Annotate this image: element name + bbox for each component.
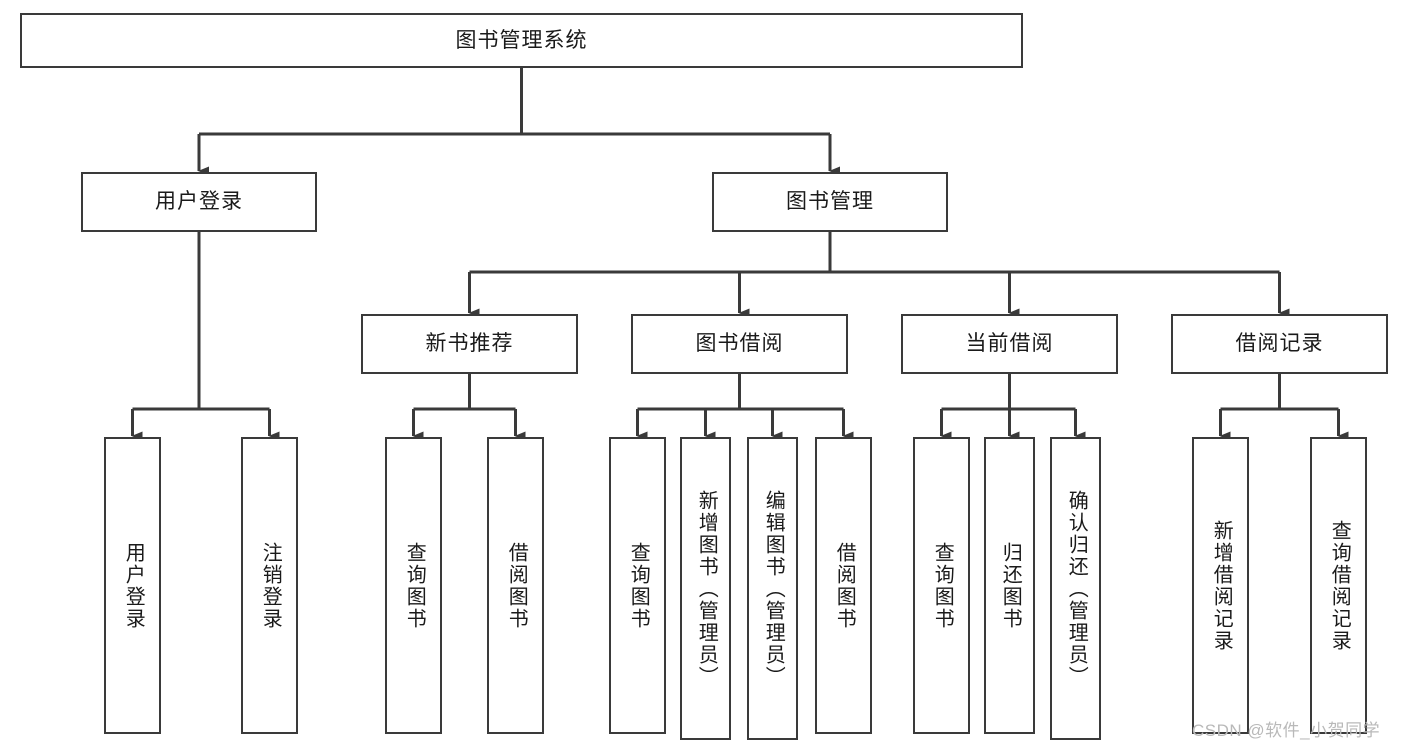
node-label: 借阅记录 [1235, 332, 1324, 356]
node-label: 归还图书 [999, 541, 1022, 630]
node-leaf_4[interactable]: 查询图书 [609, 437, 666, 734]
node-label: 用户登录 [122, 541, 145, 630]
node-label: 新书推荐 [425, 332, 514, 356]
node-l2_1[interactable]: 图书管理 [712, 172, 948, 232]
watermark-text: CSDN @软件_小贺同学 [1192, 721, 1381, 740]
node-label: 图书管理系统 [455, 28, 588, 52]
node-leaf_8[interactable]: 查询图书 [913, 437, 970, 734]
node-leaf_2[interactable]: 查询图书 [385, 437, 442, 734]
node-label: 借阅图书 [505, 541, 528, 630]
node-label: 新增借阅记录 [1210, 519, 1233, 652]
node-l3_1[interactable]: 图书借阅 [631, 314, 848, 374]
node-label: 当前借阅 [965, 332, 1054, 356]
node-l3_0[interactable]: 新书推荐 [361, 314, 578, 374]
node-label: 注销登录 [259, 541, 282, 630]
node-leaf_12[interactable]: 查询借阅记录 [1310, 437, 1367, 734]
node-label: 用户登录 [155, 190, 243, 214]
node-label: 查询借阅记录 [1328, 519, 1351, 652]
node-leaf_0[interactable]: 用户登录 [104, 437, 161, 734]
node-label: 编辑图书（管理员） [762, 489, 785, 688]
node-leaf_1[interactable]: 注销登录 [241, 437, 298, 734]
node-leaf_7[interactable]: 借阅图书 [815, 437, 872, 734]
node-l3_3[interactable]: 借阅记录 [1171, 314, 1388, 374]
node-label: 查询图书 [931, 541, 954, 630]
node-l2_0[interactable]: 用户登录 [81, 172, 317, 232]
node-l3_2[interactable]: 当前借阅 [901, 314, 1118, 374]
node-label: 查询图书 [403, 541, 426, 630]
node-leaf_10[interactable]: 确认归还（管理员） [1050, 437, 1101, 740]
node-label: 图书管理 [786, 190, 874, 214]
node-leaf_9[interactable]: 归还图书 [984, 437, 1035, 734]
node-leaf_6[interactable]: 编辑图书（管理员） [747, 437, 798, 740]
node-label: 查询图书 [627, 541, 650, 630]
node-root[interactable]: 图书管理系统 [20, 13, 1023, 68]
node-label: 图书借阅 [695, 332, 784, 356]
node-label: 新增图书（管理员） [695, 489, 718, 688]
node-label: 确认归还（管理员） [1065, 489, 1088, 688]
node-leaf_5[interactable]: 新增图书（管理员） [680, 437, 731, 740]
node-leaf_11[interactable]: 新增借阅记录 [1192, 437, 1249, 734]
node-leaf_3[interactable]: 借阅图书 [487, 437, 544, 734]
node-label: 借阅图书 [833, 541, 856, 630]
